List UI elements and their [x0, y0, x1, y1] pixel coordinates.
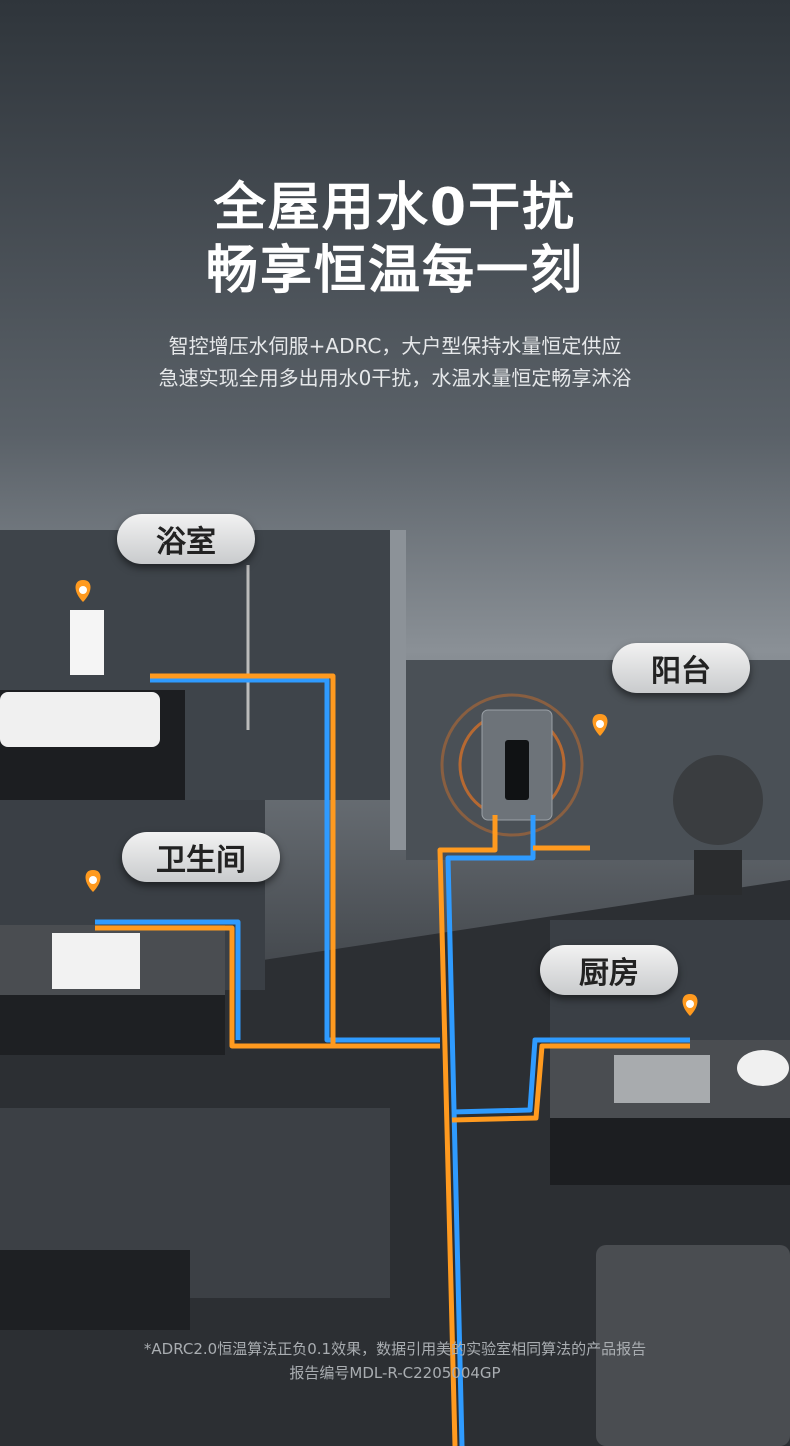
- subtitle-line-1: 智控增压水伺服+ADRC，大户型保持水量恒定供应: [168, 334, 622, 358]
- cold-pipe-bathroom: [150, 677, 440, 1043]
- hot-pipe-bathroom: [150, 673, 440, 1049]
- hot-pipe-kitchen: [451, 1043, 690, 1123]
- label-balcony: 阳台: [612, 643, 750, 693]
- partition-wall: [390, 530, 406, 850]
- headline-line-1: 全屋用水0干扰: [213, 178, 577, 238]
- label-toilet: 卫生间: [122, 832, 280, 882]
- label-bathroom: 浴室: [117, 514, 255, 564]
- signal-ring: [440, 693, 584, 837]
- footnote-line-2: 报告编号MDL-R-C2205004GP: [289, 1364, 501, 1382]
- footnote-line-1: *ADRC2.0恒温算法正负0.1效果，数据引用美的实验室相同算法的产品报告: [143, 1340, 647, 1358]
- hot-pipe-main: [437, 815, 498, 1446]
- towel: [70, 610, 104, 675]
- headline-line-2: 畅享恒温每一刻: [205, 241, 584, 301]
- cold-pipe-toilet: [95, 919, 241, 1040]
- heater-display: [505, 740, 529, 800]
- plant-pot: [694, 850, 742, 895]
- subtitle-line-2: 急速实现全用多出用水0干扰，水温水量恒定畅享沐浴: [158, 366, 632, 390]
- plant: [673, 755, 763, 845]
- label-kitchen: 厨房: [540, 945, 678, 995]
- cold-pipe-kitchen: [451, 1037, 690, 1115]
- side-table: [0, 1250, 190, 1330]
- cold-pipe-main: [445, 815, 536, 1446]
- kitchen-sink: [614, 1055, 710, 1103]
- dining-table: [596, 1245, 790, 1446]
- bathtub: [0, 692, 160, 747]
- plate: [737, 1050, 789, 1086]
- hot-pipe-toilet: [95, 925, 333, 1049]
- sink: [52, 933, 140, 989]
